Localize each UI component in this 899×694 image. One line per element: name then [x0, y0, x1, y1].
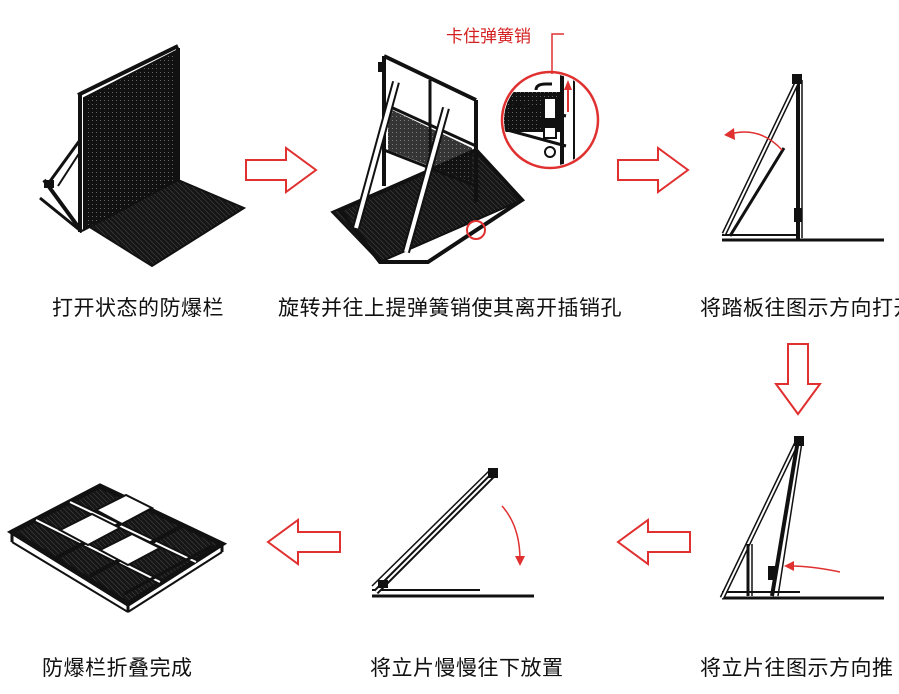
arrow-right-1	[245, 146, 318, 194]
barrier-open-figure	[39, 44, 247, 268]
arrow-left-2	[266, 518, 341, 566]
caption-step-1: 打开状态的防爆栏	[52, 296, 224, 320]
barrier-folded-figure	[6, 483, 228, 613]
barrier-pedal-open-figure	[721, 74, 884, 242]
caption-step-2: 旋转并往上提弹簧销使其离开插销孔	[278, 296, 622, 320]
caption-step-5: 将立片慢慢往下放置	[370, 656, 564, 680]
caption-step-6: 防爆栏折叠完成	[42, 656, 193, 680]
arrow-left-1	[616, 518, 691, 566]
arrow-down	[774, 343, 822, 416]
arrow-right-2	[617, 146, 690, 194]
barrier-push-upright-figure	[719, 436, 884, 600]
barrier-spring-pin-figure	[330, 33, 600, 264]
barrier-lower-upright-figure	[371, 468, 534, 598]
caption-step-3: 将踏板往图示方向打开	[700, 296, 899, 320]
caption-step-4: 将立片往图示方向推	[700, 656, 894, 680]
spring-pin-callout: 卡住弹簧销	[446, 27, 531, 47]
